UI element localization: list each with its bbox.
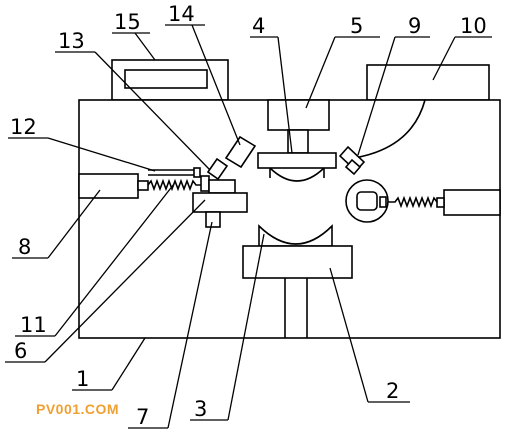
label-3: 3: [194, 397, 207, 421]
leader-1: [111, 337, 146, 391]
component-10-arc: [353, 99, 426, 159]
upper-plate-4: [257, 152, 337, 169]
leader-3: [227, 233, 265, 421]
label-7: 7: [136, 405, 149, 429]
leader-7: [167, 221, 213, 429]
left-piston-rod: [137, 180, 149, 191]
label-6: 6: [14, 339, 27, 363]
roller-inner-square: [356, 191, 378, 211]
label-9: 9: [408, 14, 421, 38]
watermark: PV001.COM: [36, 401, 119, 417]
left-cylinder-8: [78, 173, 139, 199]
left-plunger: [200, 175, 210, 192]
leader-13: [94, 51, 211, 171]
label-4: 4: [252, 14, 265, 38]
label-1: 1: [76, 367, 89, 391]
label-10: 10: [460, 14, 487, 38]
label-13: 13: [58, 29, 85, 53]
display-window-15: [124, 69, 208, 89]
label-8: 8: [18, 235, 31, 259]
right-piston-rod: [436, 197, 445, 208]
leader-11: [54, 183, 175, 337]
right-spring: [386, 195, 438, 209]
leader-2: [329, 267, 369, 403]
leader-4: [277, 36, 293, 154]
leader-5: [305, 36, 336, 109]
left-block-lower-7: [205, 211, 221, 228]
leader-12: [47, 137, 156, 172]
label-15: 15: [114, 10, 141, 34]
left-clamp-6: [192, 192, 248, 213]
lower-arc-die-3: [258, 224, 333, 247]
tilted-sensor-14: [224, 135, 257, 169]
leader-9: [357, 36, 396, 156]
leader-14: [191, 24, 241, 146]
tilted-sensor-9-b: [344, 158, 362, 176]
leader-8: [47, 189, 101, 259]
upper-arc-die: [269, 167, 325, 182]
label-2: 2: [386, 379, 399, 403]
tilted-small-13: [206, 157, 229, 181]
left-block-upper: [208, 179, 236, 194]
lower-press-base-2: [242, 245, 353, 279]
leader-6: [44, 199, 206, 363]
top-box-10-housing: [366, 64, 490, 101]
upper-press-5: [267, 99, 330, 131]
right-cylinder: [443, 189, 501, 216]
rod-12-end: [193, 167, 201, 178]
label-5: 5: [350, 14, 363, 38]
label-11: 11: [20, 313, 47, 337]
leader-15: [134, 32, 156, 61]
label-12: 12: [10, 115, 37, 139]
leader-10: [432, 36, 456, 81]
label-14: 14: [168, 2, 195, 26]
roller-connector: [379, 196, 387, 208]
